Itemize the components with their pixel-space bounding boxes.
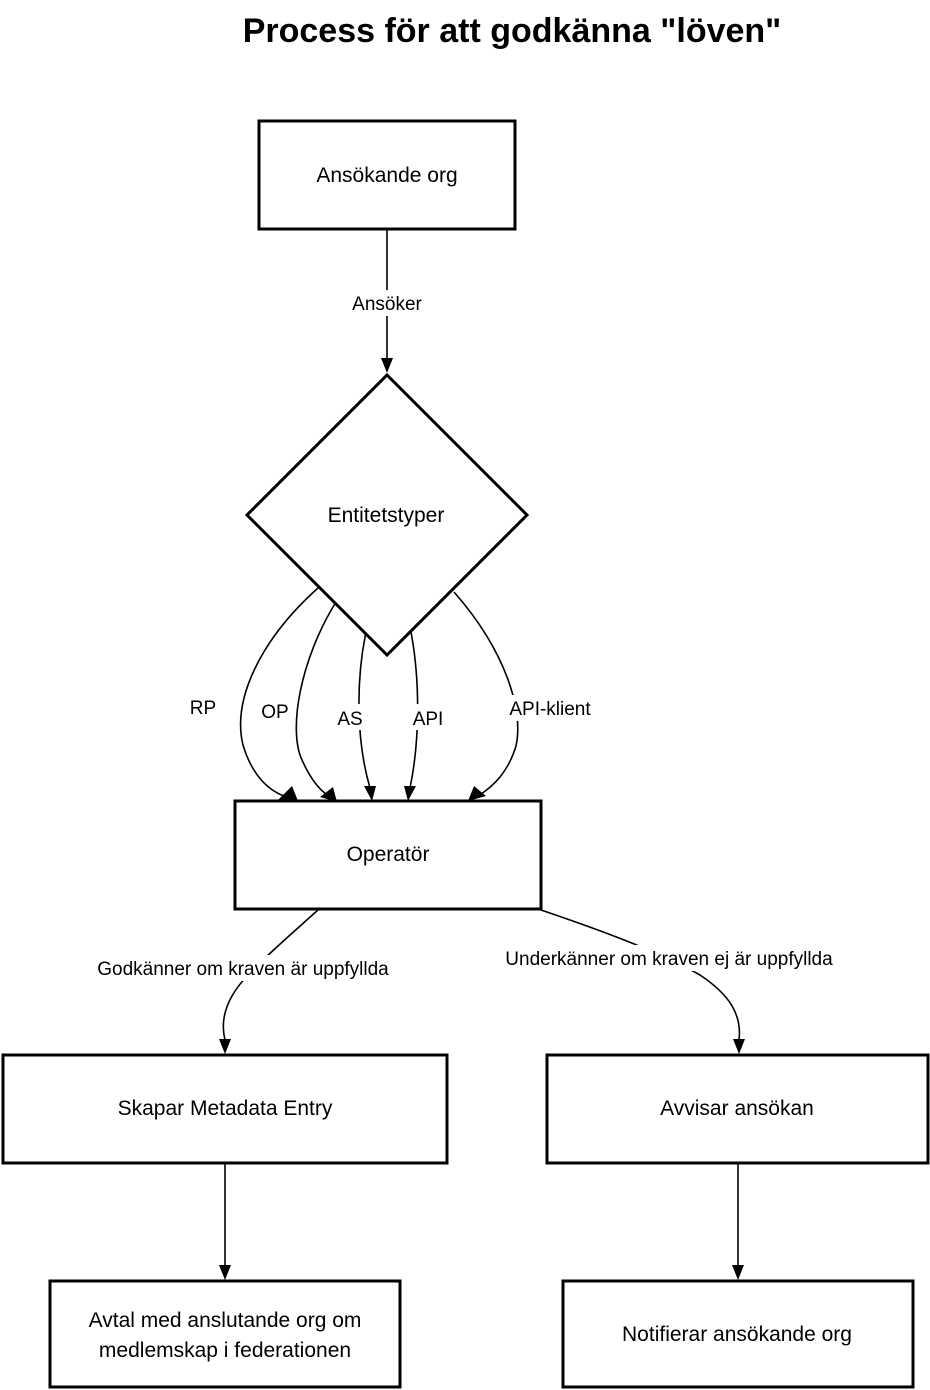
arrowhead-api-client (468, 786, 486, 801)
node-agreement: Avtal med anslutande org om medlemskap i… (48, 1279, 402, 1389)
edge-label-applies: Ansöker (352, 294, 422, 315)
node-reject-box (545, 1053, 930, 1165)
edge-label-approves: Godkänner om kraven är uppfyllda (97, 959, 389, 980)
arrowhead-reject-to-notify (732, 1265, 744, 1280)
node-notify: Notifierar ansökande org (561, 1279, 915, 1389)
node-create-metadata-box (1, 1053, 449, 1165)
edge-label-api: API (413, 709, 444, 730)
node-agreement-box (48, 1279, 402, 1389)
edge-label-op: OP (261, 702, 288, 723)
edge-label-bg (340, 290, 434, 316)
node-entity-types-label: Entitetstyper (328, 504, 445, 527)
node-entity-types: Entitetstyper (244, 372, 530, 658)
nodes: Ansökande org Entitetstyper Operatör Ska… (1, 119, 930, 1389)
arrowhead-approves (219, 1039, 231, 1054)
node-reject-label: Avvisar ansökan (660, 1097, 814, 1120)
node-operator-label: Operatör (347, 843, 430, 866)
edge-label-bg (500, 695, 600, 721)
node-agreement-label-line2: medlemskap i federationen (99, 1339, 351, 1362)
arrowhead-rejects (733, 1039, 745, 1054)
edge-label-bg (72, 955, 414, 981)
edge-api-client (453, 591, 519, 797)
arrowhead-rp (278, 786, 298, 801)
node-notify-label: Notifierar ansökande org (622, 1323, 852, 1346)
edge-label-api-client: API-klient (509, 699, 591, 720)
edge-rejects (540, 909, 741, 1041)
edges: Ansöker RP OP AS API API-klient Godkänne… (72, 230, 860, 1280)
arrowhead-create-to-agreement (219, 1265, 231, 1280)
node-notify-box (561, 1279, 915, 1389)
node-create-metadata-label: Skapar Metadata Entry (118, 1097, 333, 1120)
edge-label-bg (406, 704, 450, 730)
arrowhead-api (404, 786, 416, 801)
arrowhead-op (320, 787, 337, 802)
node-applicant-label: Ansökande org (316, 164, 457, 187)
edge-op (295, 601, 337, 795)
edge-label-as: AS (337, 709, 362, 730)
edge-label-rp: RP (190, 698, 216, 719)
edge-label-rejects: Underkänner om kraven ej är uppfyllda (505, 949, 833, 970)
diagram-title: Process för att godkänna "löven" (243, 12, 782, 50)
node-entity-types-diamond (244, 372, 530, 658)
edge-rp (239, 587, 319, 797)
node-applicant: Ansökande org (257, 119, 517, 231)
node-agreement-label-line1: Avtal med anslutande org om (89, 1309, 362, 1332)
node-create-metadata: Skapar Metadata Entry (1, 1053, 449, 1165)
edge-label-bg (331, 704, 369, 730)
arrowhead-applies (381, 358, 393, 373)
node-operator-box (233, 799, 543, 911)
edge-label-bg (478, 945, 860, 971)
node-operator: Operatör (233, 799, 543, 911)
node-applicant-box (257, 119, 517, 231)
node-reject: Avvisar ansökan (545, 1053, 930, 1165)
arrowhead-as (364, 786, 376, 801)
